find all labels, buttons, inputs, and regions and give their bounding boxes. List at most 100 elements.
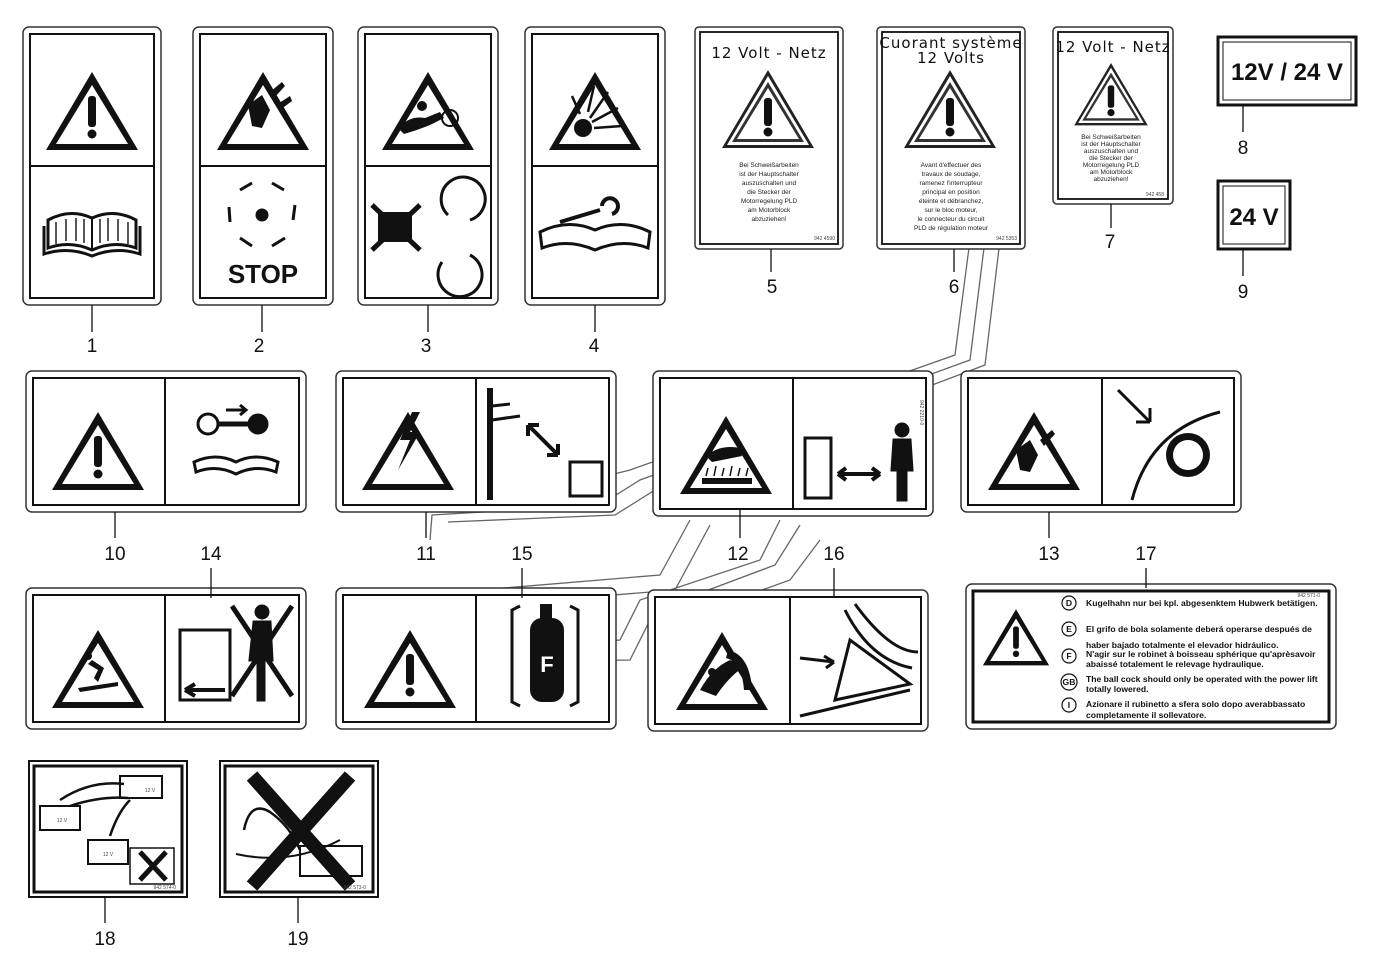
- sticker-8: 12V / 24 V: [1216, 35, 1358, 107]
- hot-surface-icon: [702, 447, 752, 484]
- sticker-6-line: sur le bloc moteur,: [924, 207, 977, 214]
- lang-text: The ball cock should only be operated wi…: [1086, 674, 1318, 684]
- fire-extinguisher-icon: [510, 604, 580, 708]
- sticker-12-code: 942 2210-0: [918, 400, 924, 426]
- sticker-7-line: Bei Schweißarbeiten: [1081, 134, 1141, 141]
- sticker-5-code: 942 4590: [814, 236, 835, 242]
- sticker-7-line: Motorregelung PLD: [1083, 162, 1140, 169]
- keep-distance-icon: [803, 422, 914, 502]
- sticker-7-line: am Motorblock: [1090, 169, 1133, 176]
- sticker-5-title: 12 Volt - Netz: [711, 44, 826, 62]
- callout-number: 4: [589, 336, 600, 357]
- sticker-5-line: Bei Schweißarbeiten: [739, 162, 799, 169]
- callout-number: 15: [511, 544, 532, 565]
- explosion-icon: [570, 85, 623, 137]
- callout-number: 2: [254, 336, 265, 357]
- lang-badge: E: [1066, 624, 1072, 634]
- sticker-5-line: ist der Hauptschalter: [739, 171, 799, 178]
- rotating-blade-icon: [1116, 388, 1221, 501]
- lang-badge: D: [1066, 598, 1072, 608]
- sticker-6-line: principal en position: [922, 189, 980, 196]
- callout-number: 1: [87, 336, 98, 357]
- crushing-icon: [700, 650, 752, 696]
- sticker-6-line: le connecteur du circuit: [918, 216, 985, 223]
- sticker-5-line: die Stecker der: [747, 189, 792, 196]
- sticker-7-line: auszuschalten und: [1084, 148, 1139, 155]
- callout-number: 11: [416, 544, 436, 565]
- sticker-6-line: ramenez l'interrupteur: [919, 180, 983, 187]
- decal-3: [357, 26, 499, 306]
- lang-text: abaissé totalement le relevage hydrauliq…: [1086, 659, 1264, 669]
- sticker-6-subtitle: 12 Volts: [917, 49, 985, 67]
- sticker-6-code: 942 5353: [996, 236, 1017, 242]
- decal-12: 942 2210-0: [652, 370, 934, 517]
- callout-number: 8: [1238, 138, 1249, 159]
- decal-16: [647, 589, 929, 732]
- battery-label: 12 V: [145, 788, 156, 794]
- lang-text: haber bajado totalmente el elevador hidr…: [1086, 640, 1278, 650]
- sticker-9: 24 V: [1216, 179, 1292, 251]
- person-entangled-icon: [398, 101, 459, 134]
- manual-wrench-icon: [538, 196, 652, 252]
- callout-number: 10: [104, 544, 125, 565]
- sticker-19: 942 573-0: [219, 760, 379, 898]
- callout-number: 19: [287, 929, 308, 950]
- decal-4: [524, 26, 666, 306]
- sticker-6: Cuorant système 12 Volts Avant d'effectu…: [876, 26, 1026, 250]
- lang-text: completamente il sollevatore.: [1086, 710, 1206, 720]
- lang-text: totally lowered.: [1086, 684, 1149, 694]
- sticker-19-code: 942 573-0: [343, 885, 366, 891]
- lang-badge: I: [1068, 700, 1070, 710]
- power-line-distance-icon: [487, 388, 604, 500]
- callout-number: 17: [1135, 544, 1156, 565]
- decal-1: [22, 26, 162, 306]
- voltage-12-24-label: 12V / 24 V: [1231, 59, 1343, 86]
- rotation-arrows-icon: [436, 175, 487, 299]
- no-standing-icon: [178, 604, 295, 702]
- lang-text: N'agir sur le robinet à boisseau sphériq…: [1086, 649, 1316, 659]
- sticker-7-line: abzuziehen!: [1093, 176, 1128, 183]
- sticker-17-code: 942 571-0: [1297, 593, 1320, 599]
- sticker-18-code: 942 574-0: [153, 885, 176, 891]
- callout-number: 7: [1105, 232, 1116, 253]
- voltage-24-label: 24 V: [1229, 204, 1278, 231]
- sticker-7-code: 942 458: [1146, 192, 1164, 198]
- no-jump-start-icon: [235, 771, 363, 891]
- decal-15: F: [335, 587, 617, 730]
- sticker-6-line: Avant d'effectuer des: [921, 162, 982, 169]
- no-hands-icon: [370, 203, 422, 252]
- decal-11: [335, 370, 617, 513]
- sticker-5-line: abzuziehen!: [751, 216, 786, 223]
- sticker-6-line: PLD de régulation moteur: [914, 225, 989, 232]
- lang-badge: GB: [1063, 677, 1076, 687]
- sticker-6-line: travaux de soudage,: [922, 171, 981, 178]
- callout-numbers: 1 2 3 4 5 6 7 8 9 10 11 12 13 14 15 16 1…: [87, 138, 1249, 950]
- sticker-5-line: auszuschalten und: [742, 180, 797, 187]
- callout-number: 12: [727, 544, 748, 565]
- key-icon: [196, 403, 269, 436]
- decal-14: [25, 587, 307, 730]
- callout-number: 9: [1238, 282, 1249, 303]
- callout-number: 6: [949, 277, 960, 298]
- battery-label: 12 V: [57, 818, 68, 824]
- sticker-7-line: die Stecker der: [1089, 155, 1134, 162]
- battery-jumper-icon: [39, 775, 175, 885]
- lang-text: Azionare il rubinetto a sfera solo dopo …: [1086, 699, 1305, 709]
- manual-icon: [192, 455, 280, 476]
- sticker-5-line: Motorregelung PLD: [741, 198, 798, 205]
- high-voltage-icon: [398, 412, 420, 470]
- lang-badge: F: [1066, 651, 1071, 661]
- callouts: [91, 105, 1244, 923]
- decal-13: [960, 370, 1242, 513]
- person-falling-icon: [78, 652, 118, 692]
- callout-number: 14: [200, 544, 222, 565]
- fuel-f-label: F: [540, 652, 553, 677]
- callout-number: 13: [1038, 544, 1059, 565]
- open-book-icon: [42, 211, 142, 258]
- stop-label: STOP: [228, 259, 298, 289]
- decal-10: [25, 370, 307, 513]
- sticker-5-line: am Motorblock: [748, 207, 791, 214]
- sticker-5: 12 Volt - Netz Bei Schweißarbeiten ist d…: [694, 26, 844, 250]
- decal-2: STOP: [192, 26, 334, 306]
